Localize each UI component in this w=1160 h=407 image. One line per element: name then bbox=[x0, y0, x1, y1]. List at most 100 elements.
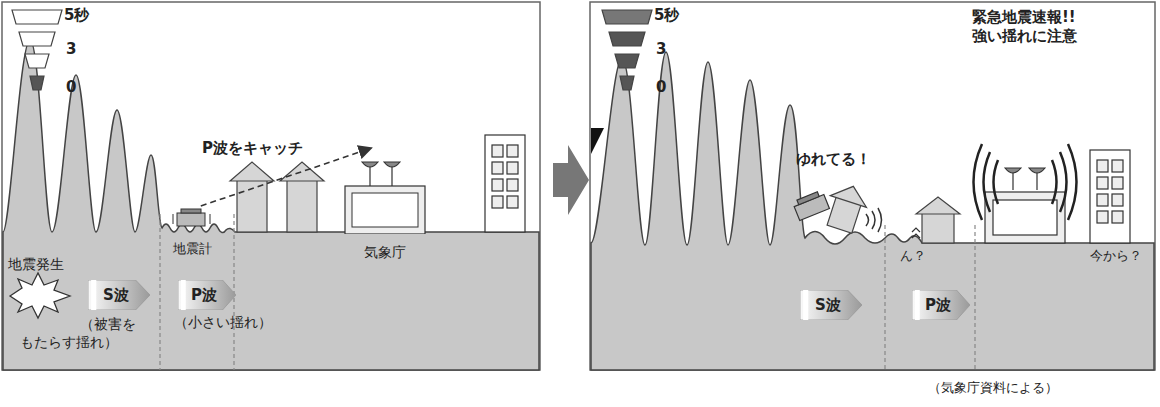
drawing-rect bbox=[1097, 211, 1108, 223]
drawing-g bbox=[602, 10, 652, 90]
drawing-g bbox=[974, 144, 1077, 220]
annotation-label: （小さい揺れ） bbox=[174, 314, 272, 332]
wave-arrow: P波 bbox=[178, 280, 236, 310]
drawing-rect bbox=[492, 196, 503, 208]
drawing-path bbox=[1052, 144, 1077, 220]
annotation-label: 0 bbox=[66, 78, 76, 97]
drawing-rect bbox=[177, 213, 205, 226]
drawing-path bbox=[866, 208, 882, 232]
agency-building: 気象庁 bbox=[340, 148, 430, 264]
annotation-label: 緊急地震速報!! 強い揺れに注意 bbox=[972, 8, 1102, 46]
drawing-polygon bbox=[230, 162, 274, 181]
annotation-label: （被害を もたらす揺れ） bbox=[20, 316, 150, 351]
drawing-rect bbox=[803, 290, 808, 320]
seis-art bbox=[170, 206, 214, 230]
drawing-polygon bbox=[602, 10, 652, 24]
drawing-rect bbox=[590, 2, 1155, 370]
drawing-rect bbox=[922, 213, 954, 243]
drawing-rect bbox=[993, 200, 1057, 235]
transition-arrow bbox=[553, 145, 589, 215]
drawing-rect bbox=[915, 290, 920, 320]
drawing-rect bbox=[797, 192, 819, 205]
drawing-polygon bbox=[280, 162, 324, 181]
drawing-path bbox=[912, 228, 920, 238]
drawing-rect bbox=[181, 209, 201, 213]
drawing-rect bbox=[287, 180, 317, 232]
drawing-path bbox=[370, 166, 392, 186]
drawing-polygon bbox=[88, 280, 150, 310]
annotation-label: 5秒 bbox=[654, 6, 679, 25]
drawing-g bbox=[485, 135, 525, 232]
wave-arrow: S波 bbox=[800, 290, 862, 320]
drawing-g bbox=[492, 145, 518, 208]
seismometer: 地震計 bbox=[170, 206, 214, 264]
source-caption: （気象庁資料による） bbox=[928, 380, 1058, 396]
drawing-rect bbox=[1097, 160, 1108, 172]
drawing-polygon bbox=[912, 290, 970, 320]
drawing-polygon bbox=[30, 76, 44, 90]
wave-arrow: P波 bbox=[912, 290, 970, 320]
drawing-g bbox=[985, 168, 1065, 243]
annotation-label: 0 bbox=[656, 78, 666, 97]
drawing-rect bbox=[2, 2, 540, 370]
node-text: S波 bbox=[103, 286, 135, 305]
drawing-rect bbox=[492, 145, 503, 157]
annotation-label: ゆれてる！ bbox=[796, 150, 871, 169]
annotation-label: 3 bbox=[66, 40, 76, 59]
drawing-g bbox=[230, 162, 324, 232]
annotation-label: 地震発生 bbox=[8, 256, 64, 274]
node-text: 地震計 bbox=[173, 240, 212, 258]
drawing-g bbox=[1097, 160, 1123, 223]
drawing-path bbox=[173, 214, 210, 224]
node-text: P波 bbox=[191, 286, 223, 305]
drawing-rect bbox=[507, 162, 518, 174]
drawing-polygon bbox=[830, 180, 871, 207]
node-text: S波 bbox=[815, 296, 847, 315]
drawing-g bbox=[1090, 150, 1130, 243]
drawing-g bbox=[916, 197, 960, 243]
drawing-polygon bbox=[615, 54, 639, 68]
drawing-path bbox=[885, 225, 975, 370]
jma-art bbox=[340, 148, 430, 234]
drawing-rect bbox=[1112, 211, 1123, 223]
drawing-rect bbox=[1097, 177, 1108, 189]
drawing-polygon bbox=[916, 197, 960, 214]
drawing-svg bbox=[170, 206, 214, 230]
drawing-path bbox=[1013, 172, 1037, 190]
drawing-rect bbox=[1112, 160, 1123, 172]
drawing-svg bbox=[340, 148, 430, 234]
drawing-rect bbox=[507, 179, 518, 191]
drawing-polygon bbox=[25, 54, 49, 68]
wave-arrow: S波 bbox=[88, 280, 150, 310]
drawing-rect bbox=[492, 179, 503, 191]
left-panel bbox=[2, 2, 540, 370]
drawing-polygon bbox=[19, 32, 55, 46]
drawing-rect bbox=[1097, 194, 1108, 206]
drawing-g bbox=[821, 180, 871, 235]
drawing-path bbox=[1005, 168, 1045, 173]
drawing-polygon bbox=[12, 10, 62, 24]
right-panel bbox=[590, 2, 1155, 370]
annotation-label: ん？ bbox=[900, 248, 926, 264]
drawing-g bbox=[792, 190, 829, 221]
drawing-rect bbox=[352, 193, 418, 227]
drawing-rect bbox=[91, 280, 96, 310]
node-text: P波 bbox=[925, 296, 957, 315]
annotation-label: 3 bbox=[656, 40, 666, 59]
drawing-polygon bbox=[609, 32, 645, 46]
drawing-rect bbox=[1090, 150, 1130, 243]
drawing-rect bbox=[237, 180, 267, 232]
drawing-rect bbox=[485, 135, 525, 232]
drawing-rect bbox=[492, 162, 503, 174]
drawing-rect bbox=[181, 280, 186, 310]
node-text: 気象庁 bbox=[364, 244, 406, 262]
drawing-g bbox=[12, 10, 62, 90]
drawing-rect bbox=[507, 196, 518, 208]
drawing-polygon bbox=[10, 273, 70, 318]
drawing-polygon bbox=[800, 290, 862, 320]
drawing-rect bbox=[345, 186, 425, 234]
annotation-label: 今から？ bbox=[1090, 248, 1142, 264]
